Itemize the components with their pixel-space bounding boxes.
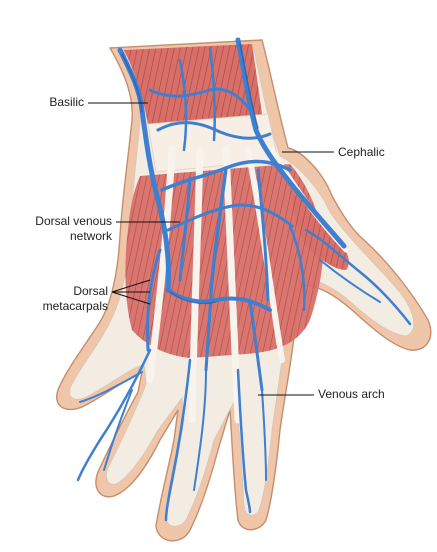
venous-system: [76, 37, 412, 522]
leader-metacarpal-3: [111, 291, 151, 305]
label-dorsal-metacarpals-line1: Dorsal: [73, 284, 108, 298]
forearm-muscles: [124, 44, 264, 138]
leader-lines: [88, 102, 334, 396]
extensor-tendons: [146, 146, 349, 424]
label-dorsal-venous-network-line1: Dorsal venous: [35, 214, 112, 228]
label-cephalic: Cephalic: [338, 145, 385, 159]
label-venous-arch: Venous arch: [318, 387, 385, 401]
cephalic-vein: [235, 37, 347, 249]
label-dorsal-metacarpals: Dorsal metacarpals: [16, 284, 108, 314]
leader-metacarpal-1: [111, 279, 151, 293]
vein-highlights: [121, 43, 259, 305]
label-dorsal-venous-network: Dorsal venous network: [2, 214, 112, 244]
label-dorsal-venous-network-line2: network: [69, 229, 112, 243]
label-basilic: Basilic: [49, 95, 84, 109]
label-dorsal-metacarpals-line2: metacarpals: [42, 299, 108, 313]
